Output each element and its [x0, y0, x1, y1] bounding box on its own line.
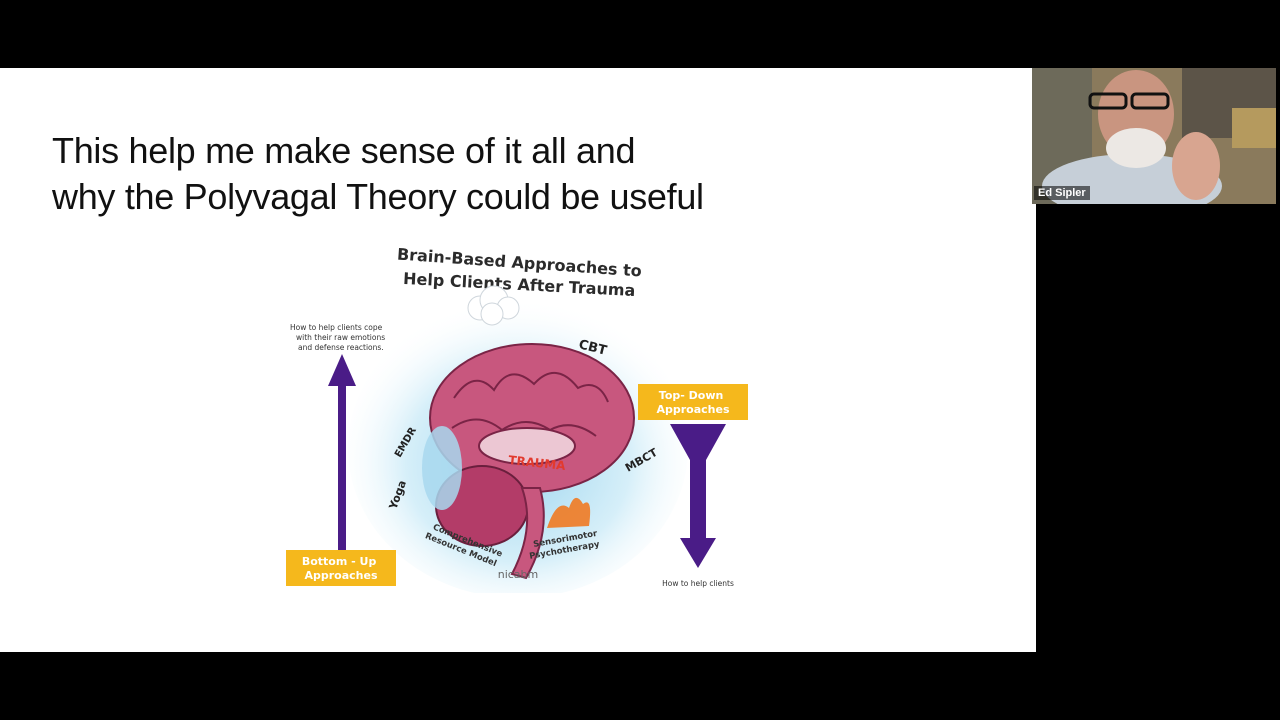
bottom-up-note-line-2: with their raw emotions — [296, 333, 385, 342]
participant-name-label: Ed Sipler — [1034, 186, 1090, 200]
participant-video-tile[interactable]: Ed Sipler — [1032, 68, 1276, 204]
top-down-label-line-2: Approaches — [656, 403, 729, 416]
cloud-icon — [467, 285, 520, 326]
brain-illustration — [422, 343, 635, 580]
top-down-arrow-icon — [670, 424, 726, 568]
brain-approaches-infographic: Brain-Based Approaches to Help Clients A… — [286, 244, 748, 593]
top-down-label-box — [638, 384, 748, 420]
slide-title: This help me make sense of it all and wh… — [52, 128, 704, 220]
top-down-label: Top- Down Approaches — [656, 389, 729, 416]
presentation-slide: This help me make sense of it all and wh… — [0, 68, 1036, 652]
label-trauma: TRAUMA — [508, 453, 567, 473]
bottom-up-label-line-2: Approaches — [304, 569, 377, 582]
label-cbt: CBT — [577, 337, 608, 358]
bottom-up-note: How to help clients cope with their raw … — [290, 323, 388, 352]
brand-logo: nicabm — [498, 568, 539, 581]
bottom-up-arrow-icon — [328, 354, 356, 564]
top-down-label-line-1: Top- Down — [659, 389, 724, 402]
slide-title-line-2: why the Polyvagal Theory could be useful — [52, 176, 704, 217]
top-down-note: How to help clients — [662, 579, 734, 588]
slide-title-line-1: This help me make sense of it all and — [52, 130, 636, 171]
top-down-note-line-1: How to help clients — [662, 579, 734, 588]
bottom-up-label: Bottom - Up Approaches — [302, 555, 380, 582]
bottom-up-label-line-1: Bottom - Up — [302, 555, 377, 568]
bottom-up-label-box — [286, 550, 396, 586]
bottom-up-note-line-3: and defense reactions. — [298, 343, 384, 352]
participant-video-feed — [1032, 68, 1276, 204]
bottom-up-note-line-1: How to help clients cope — [290, 323, 383, 332]
